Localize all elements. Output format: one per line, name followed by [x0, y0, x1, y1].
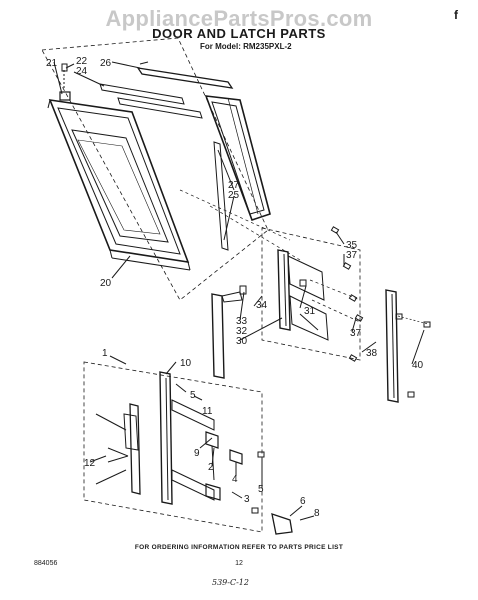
latch-bracket-part [239, 249, 329, 341]
model-subtitle: For Model: RM235PXL-2 [200, 42, 292, 51]
page-number: 12 [235, 560, 243, 567]
door-assembly-plane [41, 37, 269, 301]
door-gasket-part [99, 67, 234, 251]
watermark: AppliancePartsPros.com [105, 6, 373, 31]
callout-4: 4 [232, 474, 238, 485]
callout-31: 31 [304, 306, 316, 317]
callout-9: 9 [194, 448, 200, 459]
callout-12: 12 [84, 458, 96, 469]
callout-30: 30 [236, 336, 248, 347]
callout-11: 11 [202, 406, 213, 417]
corner-mark: f [454, 8, 458, 22]
callout-35: 35 [346, 240, 358, 251]
callout-24: 24 [76, 66, 88, 77]
callout-38: 38 [366, 348, 378, 359]
callout-26: 26 [100, 58, 112, 69]
callout-5-upper: 5 [190, 390, 196, 401]
callout-2: 2 [208, 462, 214, 473]
callout-33: 33 [236, 316, 248, 327]
callout-3: 3 [244, 494, 250, 505]
choke-frame-part [204, 95, 271, 222]
callout-21: 21 [46, 58, 58, 69]
callout-40: 40 [412, 360, 424, 371]
callout-6: 6 [300, 496, 306, 507]
callout-1: 1 [102, 348, 108, 359]
callout-10: 10 [180, 358, 192, 369]
latch-lever-part [211, 293, 225, 379]
hinge-clip-part [59, 91, 71, 101]
callout-8: 8 [314, 508, 320, 519]
callout-37-lower: 37 [350, 328, 362, 339]
ordering-note: FOR ORDERING INFORMATION REFER TO PARTS … [134, 544, 344, 551]
callout-22: 22 [76, 56, 88, 67]
page-title: DOOR AND LATCH PARTS [152, 26, 326, 41]
lower-hardware-part [205, 431, 293, 535]
handwritten-note: 539-C-12 [212, 578, 249, 587]
latch-screws-part [309, 226, 364, 362]
callout-20: 20 [100, 278, 112, 289]
lower-panel-part [95, 403, 141, 495]
latch-assembly-plane [261, 227, 361, 361]
document-number: 884056 [34, 560, 58, 567]
callout-5-lower: 5 [258, 484, 264, 495]
callout-25: 25 [228, 190, 240, 201]
lower-assembly-plane [83, 361, 263, 533]
callout-32: 32 [236, 326, 248, 337]
latch-plate-part [385, 289, 431, 403]
callout-37-upper: 37 [346, 250, 358, 261]
callout-34: 34 [256, 300, 268, 311]
callout-27: 27 [228, 180, 240, 191]
door-frame-part [47, 99, 191, 271]
